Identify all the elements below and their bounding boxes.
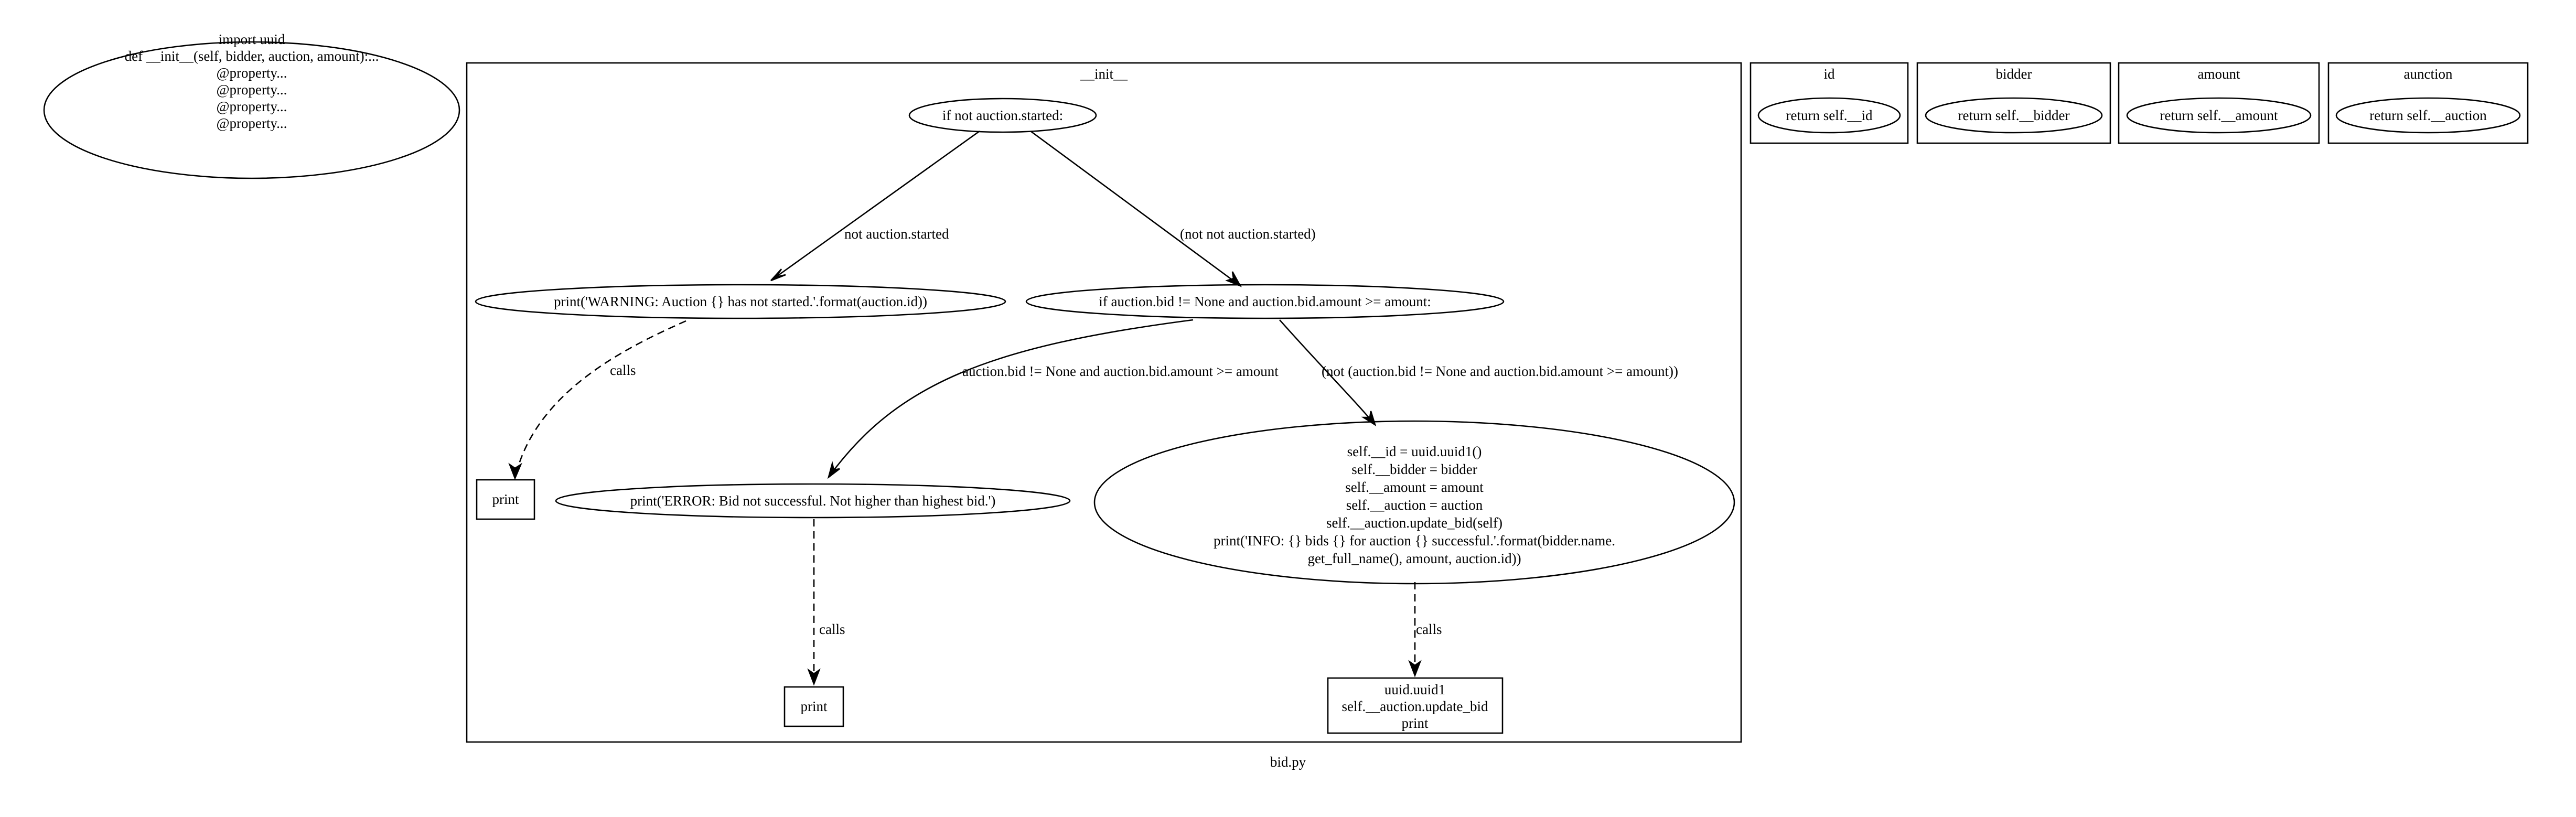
- edge-label-calls-assign: calls: [1416, 621, 1442, 637]
- edge-label-bid-false: (not (auction.bid != None and auction.bi…: [1322, 363, 1678, 379]
- arrowhead: [508, 463, 522, 480]
- edge-bid-false: [1279, 319, 1376, 425]
- node-calls-block[interactable]: uuid.uuid1 self.__auction.update_bid pri…: [1327, 677, 1504, 734]
- module-line: @property...: [217, 82, 287, 98]
- node-label: print: [801, 698, 828, 714]
- property-node[interactable]: return self.__auction: [2335, 97, 2521, 134]
- property-cluster-frame: [2327, 62, 2529, 144]
- edge-label-bid-true: auction.bid != None and auction.bid.amou…: [962, 363, 1279, 379]
- node-label: return self.__auction: [2369, 108, 2487, 123]
- node-line: self.__id = uuid.uuid1(): [1347, 444, 1482, 459]
- property-cluster-id: id return self.__id: [1749, 62, 1909, 144]
- module-line: @property...: [217, 65, 287, 81]
- property-cluster-frame: [1749, 62, 1909, 144]
- node-line: print: [1402, 715, 1429, 731]
- node-label: return self.__id: [1786, 108, 1873, 123]
- edge-calls-warning: [514, 320, 686, 479]
- node-print-warning[interactable]: print('WARNING: Auction {} has not start…: [475, 284, 1006, 319]
- node-label: if auction.bid != None and auction.bid.a…: [1099, 294, 1431, 309]
- node-line: self.__auction = auction: [1346, 497, 1483, 513]
- arrowhead: [827, 460, 840, 479]
- init-cluster: __init__ not auction.started (not not au…: [466, 62, 1742, 743]
- arrowhead: [770, 268, 786, 282]
- module-line: @property...: [217, 115, 287, 131]
- property-cluster-aunction: aunction return self.__auction: [2327, 62, 2529, 144]
- node-label: return self.__amount: [2160, 108, 2278, 123]
- property-cluster-amount: amount return self.__amount: [2118, 62, 2320, 144]
- node-line: self.__auction.update_bid(self): [1326, 515, 1502, 531]
- property-cluster-title: aunction: [2404, 66, 2453, 82]
- property-cluster-title: amount: [2198, 66, 2240, 82]
- property-cluster-title: id: [1823, 66, 1835, 82]
- property-cluster-bidder: bidder return self.__bidder: [1916, 62, 2111, 144]
- node-line: uuid.uuid1: [1384, 682, 1445, 697]
- module-node-shape: [43, 41, 460, 179]
- edges: not auction.started (not not auction.sta…: [508, 130, 1678, 686]
- property-cluster-frame: [2118, 62, 2320, 144]
- node-label: print('WARNING: Auction {} has not start…: [554, 294, 927, 309]
- property-cluster-frame: [1916, 62, 2111, 144]
- node-if-bid[interactable]: if auction.bid != None and auction.bid.a…: [1025, 284, 1505, 319]
- edge-not-not-started: [1030, 130, 1241, 287]
- arrowhead: [1408, 660, 1422, 678]
- edge-label-not-started: not auction.started: [844, 226, 949, 242]
- edge-label-calls-error: calls: [819, 621, 845, 637]
- edge-label-calls-warning: calls: [610, 362, 636, 378]
- arrowhead: [807, 668, 821, 686]
- node-line: self.__amount = amount: [1345, 479, 1484, 495]
- init-cluster-title: __init__: [1080, 66, 1128, 82]
- property-node[interactable]: return self.__id: [1757, 97, 1901, 134]
- module-line: def __init__(self, bidder, auction, amou…: [125, 48, 379, 64]
- arrowhead: [1225, 271, 1242, 287]
- module-line: import uuid: [219, 31, 285, 47]
- init-cluster-frame: [466, 62, 1742, 743]
- property-node[interactable]: return self.__bidder: [1925, 97, 2103, 134]
- node-label: return self.__bidder: [1958, 108, 2070, 123]
- node-print-call-1[interactable]: print: [476, 479, 535, 520]
- node-label: print('ERROR: Bid not successful. Not hi…: [630, 493, 996, 509]
- node-label: if not auction.started:: [942, 108, 1063, 123]
- node-label: print: [492, 491, 519, 507]
- file-title: bid.py: [1270, 754, 1306, 770]
- edge-not-started: [770, 130, 980, 282]
- edge-bid-true: [828, 319, 1194, 478]
- node-line: self.__bidder = bidder: [1351, 461, 1477, 477]
- node-print-error[interactable]: print('ERROR: Bid not successful. Not hi…: [555, 483, 1071, 519]
- node-line: get_full_name(), amount, auction.id)): [1307, 551, 1521, 566]
- node-print-call-2[interactable]: print: [783, 686, 844, 727]
- edge-label-not-not-started: (not not auction.started): [1180, 226, 1316, 242]
- property-cluster-title: bidder: [1996, 66, 2032, 82]
- node-line: print('INFO: {} bids {} for auction {} s…: [1214, 533, 1615, 549]
- module-line: @property...: [217, 99, 287, 114]
- property-node[interactable]: return self.__amount: [2126, 97, 2312, 134]
- module-node[interactable]: import uuid def __init__(self, bidder, a…: [43, 31, 460, 179]
- node-if-started[interactable]: if not auction.started:: [908, 98, 1097, 133]
- node-assign-block[interactable]: self.__id = uuid.uuid1() self.__bidder =…: [1093, 420, 1735, 585]
- node-line: self.__auction.update_bid: [1342, 698, 1488, 714]
